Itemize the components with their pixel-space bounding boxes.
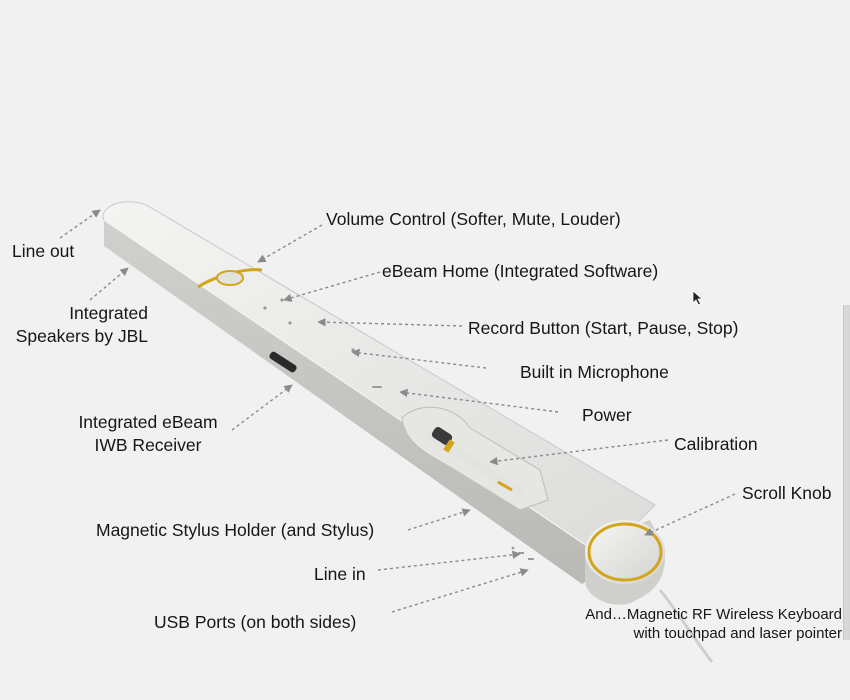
leader-speakers (89, 267, 129, 301)
leader-receiver (231, 384, 293, 431)
leader-volume (257, 224, 323, 263)
label-keyboard-line2: with touchpad and laser pointer (633, 624, 842, 642)
receiver-window (269, 351, 297, 373)
label-receiver-line2: IWB Receiver (94, 434, 202, 455)
label-microphone: Built in Microphone (520, 362, 669, 382)
label-record-button: Record Button (Start, Pause, Stop) (468, 318, 739, 338)
label-scroll-knob: Scroll Knob (742, 483, 832, 503)
label-keyboard-line1: And…Magnetic RF Wireless Keyboard (585, 606, 842, 623)
side-ports (511, 546, 534, 560)
leader-line-out (59, 209, 101, 239)
leader-ebeam-home (283, 271, 381, 302)
label-speakers-line2: Speakers by JBL (15, 325, 148, 346)
scroll-knob-ring (587, 522, 663, 582)
edge-strip (843, 305, 850, 640)
label-line-out: Line out (12, 241, 75, 261)
leader-microphone (351, 348, 487, 369)
label-speakers-line1: Integrated (69, 303, 148, 323)
label-keyboard: And…Magnetic RF Wireless Keyboard with t… (548, 606, 842, 644)
label-speakers: Integrated Speakers by JBL (2, 302, 148, 348)
label-power: Power (582, 405, 632, 425)
volume-dial (216, 270, 244, 286)
label-receiver-line1: Integrated eBeam (78, 412, 218, 432)
label-line-in: Line in (314, 564, 366, 584)
label-calibration: Calibration (674, 434, 758, 454)
scroll-knob-top (585, 520, 665, 584)
leader-lines (59, 209, 736, 613)
device-side-face (104, 218, 600, 584)
stylus (425, 431, 525, 497)
leader-record (317, 318, 463, 327)
keyboard-cable (658, 589, 714, 663)
label-ebeam-home: eBeam Home (Integrated Software) (382, 261, 659, 281)
label-usb-ports: USB Ports (on both sides) (154, 612, 357, 632)
mouse-cursor-icon (692, 290, 704, 306)
leader-line-in (377, 550, 521, 571)
leader-power (399, 388, 559, 413)
leader-scroll-knob (644, 493, 736, 536)
label-receiver: Integrated eBeam IWB Receiver (70, 411, 226, 457)
leader-usb (391, 568, 529, 613)
leader-stylus-holder (407, 508, 471, 531)
stylus-tip (431, 427, 453, 445)
label-stylus-holder: Magnetic Stylus Holder (and Stylus) (96, 520, 375, 540)
label-volume-control: Volume Control (Softer, Mute, Louder) (326, 209, 621, 229)
